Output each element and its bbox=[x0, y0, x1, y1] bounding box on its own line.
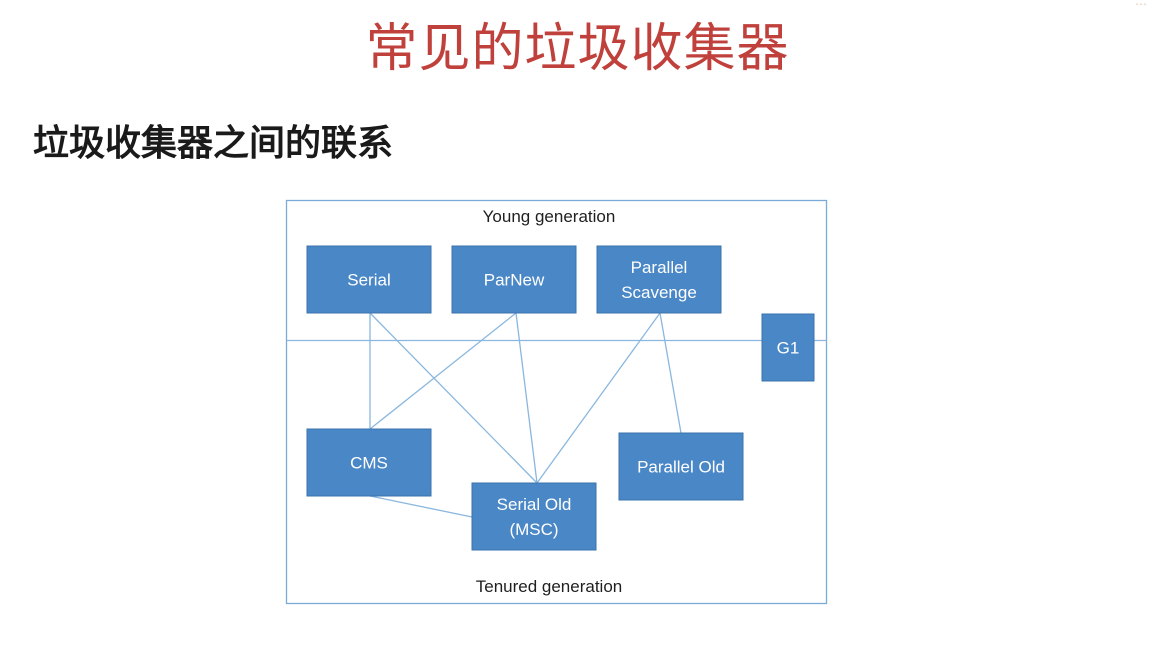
collector-label-cms: CMS bbox=[350, 454, 388, 473]
collector-label-parallel-scavenge: Parallel bbox=[631, 258, 688, 277]
collector-label-g1: G1 bbox=[777, 339, 800, 358]
collector-box-serial: Serial bbox=[306, 245, 432, 314]
collector-label-parallel-scavenge: Scavenge bbox=[621, 283, 697, 302]
link-serial-to-serial-old bbox=[369, 312, 538, 484]
collector-box-parallel-old-shape bbox=[618, 432, 744, 501]
link-parallel-scavenge-to-parallel-old bbox=[659, 312, 682, 434]
collector-box-serial-old: Serial Old (MSC) bbox=[471, 482, 597, 551]
collector-label-parallel-old: Parallel Old bbox=[637, 458, 725, 477]
slide-title: 常见的垃圾收集器 bbox=[365, 19, 790, 79]
collector-box-cms-shape bbox=[306, 428, 432, 497]
links-layer bbox=[369, 312, 682, 518]
collector-box-g1-shape bbox=[761, 313, 815, 382]
collector-box-cms: CMS bbox=[306, 428, 432, 497]
collector-label-serial-old: Serial Old bbox=[497, 495, 572, 514]
collector-box-parnew: ParNew bbox=[451, 245, 577, 314]
link-parallel-scavenge-to-serial-old bbox=[536, 312, 661, 484]
collector-box-parallel-scavenge-shape bbox=[596, 245, 722, 314]
collector-label-parnew: ParNew bbox=[484, 271, 545, 290]
collector-box-g1: G1 bbox=[761, 313, 815, 382]
link-parnew-to-cms bbox=[369, 312, 517, 430]
diagram-frame bbox=[285, 199, 828, 605]
collector-box-parallel-old: Parallel Old bbox=[618, 432, 744, 501]
collector-box-parnew-shape bbox=[451, 245, 577, 314]
link-cms-to-serial-old bbox=[369, 495, 473, 518]
collector-box-serial-shape bbox=[306, 245, 432, 314]
collector-label-serial-old: (MSC) bbox=[509, 520, 558, 539]
corner-mark: … bbox=[1135, 0, 1147, 8]
collector-label-serial: Serial bbox=[347, 271, 390, 290]
link-parnew-to-serial-old bbox=[515, 312, 538, 484]
tenured-generation-label: Tenured generation bbox=[476, 577, 623, 596]
slide-subtitle: 垃圾收集器之间的联系 bbox=[33, 123, 394, 164]
young-generation-label: Young generation bbox=[483, 207, 616, 226]
collector-box-serial-old-shape bbox=[471, 482, 597, 551]
